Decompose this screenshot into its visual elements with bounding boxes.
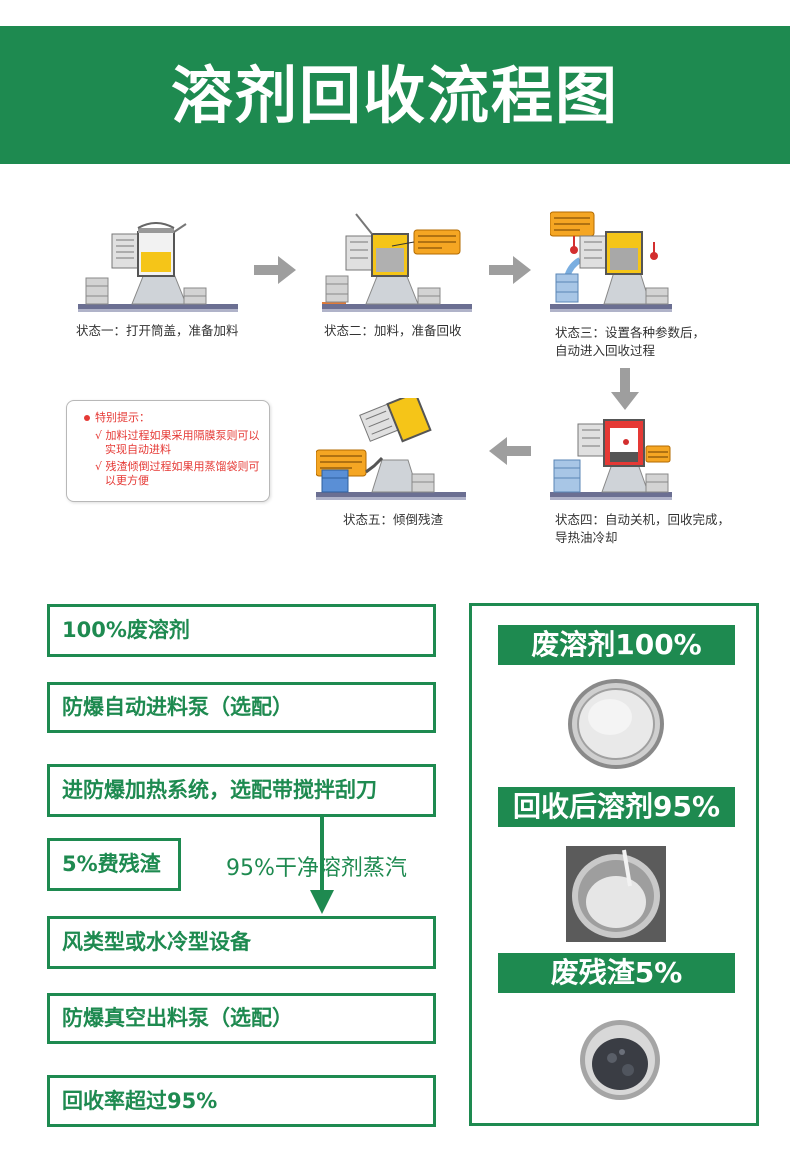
flow-step-discharge-pump: 防爆真空出料泵（选配） bbox=[47, 993, 436, 1044]
banner-waste-solvent: 废溶剂100% bbox=[498, 625, 735, 665]
flow-step-label: 5%费残渣 bbox=[62, 852, 161, 876]
stage-3-illustration bbox=[550, 211, 672, 312]
flow-down-arrow-icon bbox=[310, 816, 334, 914]
results-panel bbox=[469, 603, 759, 1126]
stage-1-illustration bbox=[78, 222, 238, 312]
note-line: √ 加料过程如果采用隔膜泵则可以 bbox=[95, 429, 260, 442]
recovered-solvent-barrel-image bbox=[566, 846, 666, 942]
note-box bbox=[66, 400, 270, 502]
stage-3-caption-line-1: 状态三：设置各种参数后， bbox=[555, 325, 706, 340]
stage-5-illustration bbox=[316, 398, 466, 500]
stage-3-caption-line-2: 自动进入回收过程 bbox=[555, 343, 656, 358]
header-banner bbox=[0, 26, 790, 164]
flow-step-recovery-rate: 回收率超过95% bbox=[47, 1075, 436, 1127]
note-line: √ 残渣倾倒过程如果用蒸馏袋则可 bbox=[95, 460, 260, 473]
note-line: 实现自动进料 bbox=[105, 443, 171, 456]
vapor-label: 95%干净溶剂蒸汽 bbox=[226, 856, 407, 881]
flow-step-label: 100%废溶剂 bbox=[62, 618, 190, 642]
stage-2-illustration bbox=[322, 213, 472, 312]
stage-4-caption-line-2: 导热油冷却 bbox=[555, 530, 618, 545]
waste-solvent-barrel-image bbox=[568, 679, 664, 769]
banner-recovered-solvent: 回收后溶剂95% bbox=[498, 787, 735, 827]
flow-step-residue: 5%费残渣 bbox=[47, 838, 181, 891]
flow-step-label: 进防爆加热系统，选配带搅拌刮刀 bbox=[62, 778, 377, 802]
flow-step-heating-system: 进防爆加热系统，选配带搅拌刮刀 bbox=[47, 764, 436, 817]
arrow-right-icon bbox=[254, 256, 296, 284]
stage-5-caption: 状态五：倾倒残渣 bbox=[343, 512, 444, 527]
flow-step-label: 防爆自动进料泵（选配） bbox=[62, 695, 293, 719]
alert-dot-icon bbox=[84, 415, 90, 421]
flow-step-cooling-equipment: 风类型或水冷型设备 bbox=[47, 916, 436, 969]
flow-step-waste-solvent: 100%废溶剂 bbox=[47, 604, 436, 657]
flow-step-label: 防爆真空出料泵（选配） bbox=[62, 1006, 293, 1030]
stage-4-illustration bbox=[550, 419, 672, 500]
page-title: 溶剂回收流程图 bbox=[170, 59, 619, 132]
arrow-down-icon bbox=[611, 368, 639, 410]
note-title: 特别提示： bbox=[95, 411, 150, 424]
arrow-right-icon bbox=[489, 256, 531, 284]
waste-residue-barrel-image bbox=[580, 1020, 660, 1100]
note-line: 以更方便 bbox=[105, 474, 149, 487]
stage-1-caption: 状态一：打开筒盖，准备加料 bbox=[76, 323, 239, 338]
flow-step-label: 风类型或水冷型设备 bbox=[62, 930, 251, 954]
stage-4-caption-line-1: 状态四：自动关机，回收完成， bbox=[555, 512, 731, 527]
flow-step-feed-pump: 防爆自动进料泵（选配） bbox=[47, 682, 436, 733]
stage-2-caption: 状态二：加料，准备回收 bbox=[324, 323, 462, 338]
arrow-left-icon bbox=[489, 437, 531, 465]
flow-step-label: 回收率超过95% bbox=[62, 1089, 218, 1113]
banner-waste-residue: 废残渣5% bbox=[498, 953, 735, 993]
